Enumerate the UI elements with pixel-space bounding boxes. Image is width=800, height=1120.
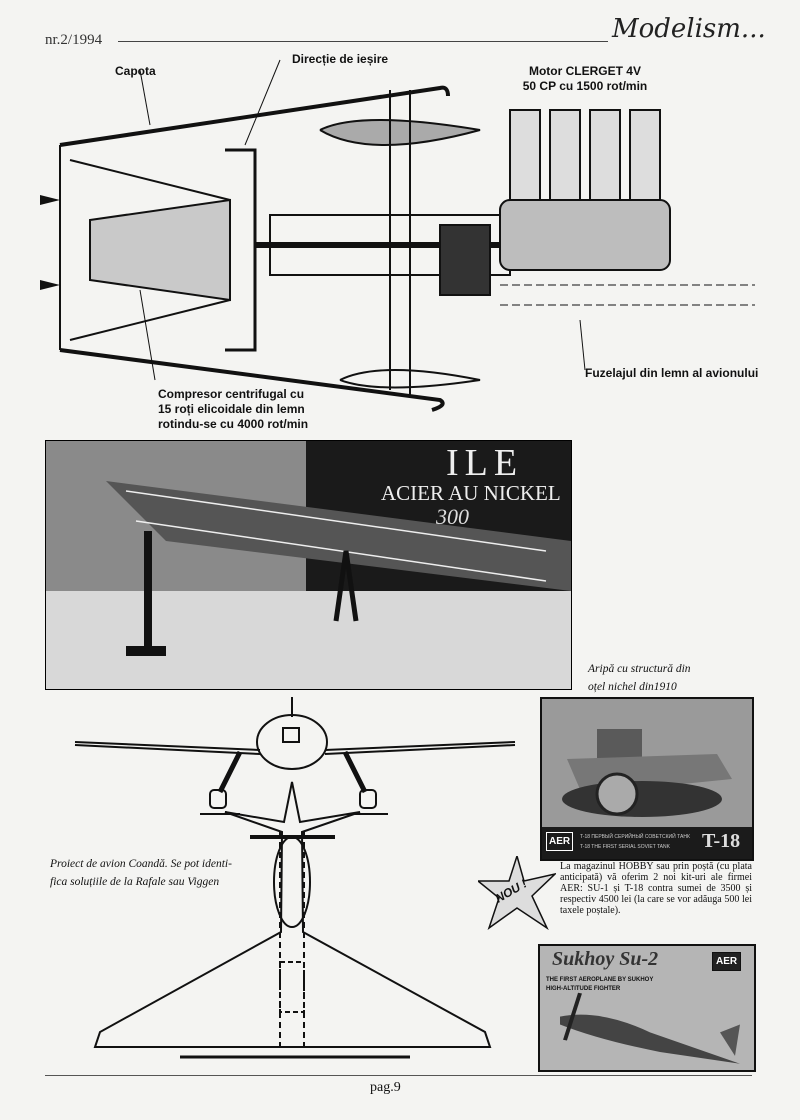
label-compresor-line1: Compresor centrifugal cu [158, 387, 305, 401]
label-motor: Motor CLERGET 4V 50 CP cu 1500 rot/min [520, 64, 650, 94]
label-compresor: Compresor centrifugal cu 15 roți elicoid… [158, 387, 308, 432]
su2-kit-box: Sukhoy Su-2 AER THE FIRST AEROPLANE BY S… [538, 944, 756, 1072]
label-compresor-line2: 15 roți elicoidale din lemn [158, 402, 305, 416]
t18-kit-box: AER T-18 ПЕРВЫЙ СЕРИЙНЫЙ СОВЕТСКИЙ ТАНК … [540, 697, 754, 861]
wing-structure-photo: ILE ACIER AU NICKEL 300 [45, 440, 572, 690]
t18-title: T-18 [702, 830, 741, 852]
plane-caption: Proiect de avion Coandă. Se pot identi- … [50, 855, 232, 891]
engine-diagram [40, 59, 755, 412]
label-compresor-line3: rotindu-se cu 4000 rot/min [158, 417, 309, 431]
photo-caption-line2: oțel nichel din1910 [588, 681, 677, 693]
t18-subtitle: T-18 ПЕРВЫЙ СЕРИЙНЫЙ СОВЕТСКИЙ ТАНК T-18… [580, 832, 690, 852]
sign-text-3: 300 [436, 504, 469, 529]
label-fuzelaj: Fuzelajul din lemn al avionului [585, 366, 759, 380]
t18-subtitle-en: T-18 THE FIRST SERIAL SOVIET TANK [580, 844, 670, 850]
photo-scene [46, 441, 571, 689]
su2-subtitle-1: THE FIRST AEROPLANE BY SUKHOY [546, 977, 654, 983]
plane-caption-line2: fica soluțiile de la Rafale sau Viggen [50, 876, 220, 888]
label-motor-line1: Motor CLERGET 4V [528, 64, 641, 78]
magazine-logo: Modelism... [612, 14, 766, 44]
issue-number: nr.2/1994 [45, 32, 103, 48]
coanda-plane-drawing [74, 697, 516, 1059]
kit-offer-text: La magazinul HOBBY sau prin poștă (cu pl… [560, 861, 752, 916]
sign-text-2: ACIER AU NICKEL [381, 481, 561, 505]
nou-star-badge [478, 856, 556, 930]
aer-logo-su2: AER [712, 952, 742, 971]
aer-logo: AER [546, 832, 574, 851]
su2-title: Sukhoy Su-2 [552, 948, 659, 970]
page-number: pag.9 [370, 1080, 401, 1095]
plane-caption-line1: Proiect de avion Coandă. Se pot identi- [50, 858, 232, 870]
label-motor-line2: 50 CP cu 1500 rot/min [522, 79, 648, 93]
t18-subtitle-ru: T-18 ПЕРВЫЙ СЕРИЙНЫЙ СОВЕТСКИЙ ТАНК [580, 834, 690, 840]
footer-rule [45, 1075, 752, 1076]
label-capota: Capota [115, 64, 156, 78]
photo-caption-line1: Aripă cu structură din [588, 663, 691, 675]
sign-text-1: ILE [446, 442, 524, 484]
label-directie-iesire: Direcție de ieșire [292, 52, 389, 66]
tank-image [542, 699, 752, 829]
su2-subtitle: THE FIRST AEROPLANE BY SUKHOY HIGH-ALTIT… [546, 976, 653, 994]
photo-caption: Aripă cu structură din oțel nichel din19… [588, 660, 691, 696]
su2-plane-image [560, 992, 740, 1064]
su2-subtitle-2: HIGH-ALTITUDE FIGHTER [546, 986, 621, 992]
header-rule [118, 41, 608, 42]
